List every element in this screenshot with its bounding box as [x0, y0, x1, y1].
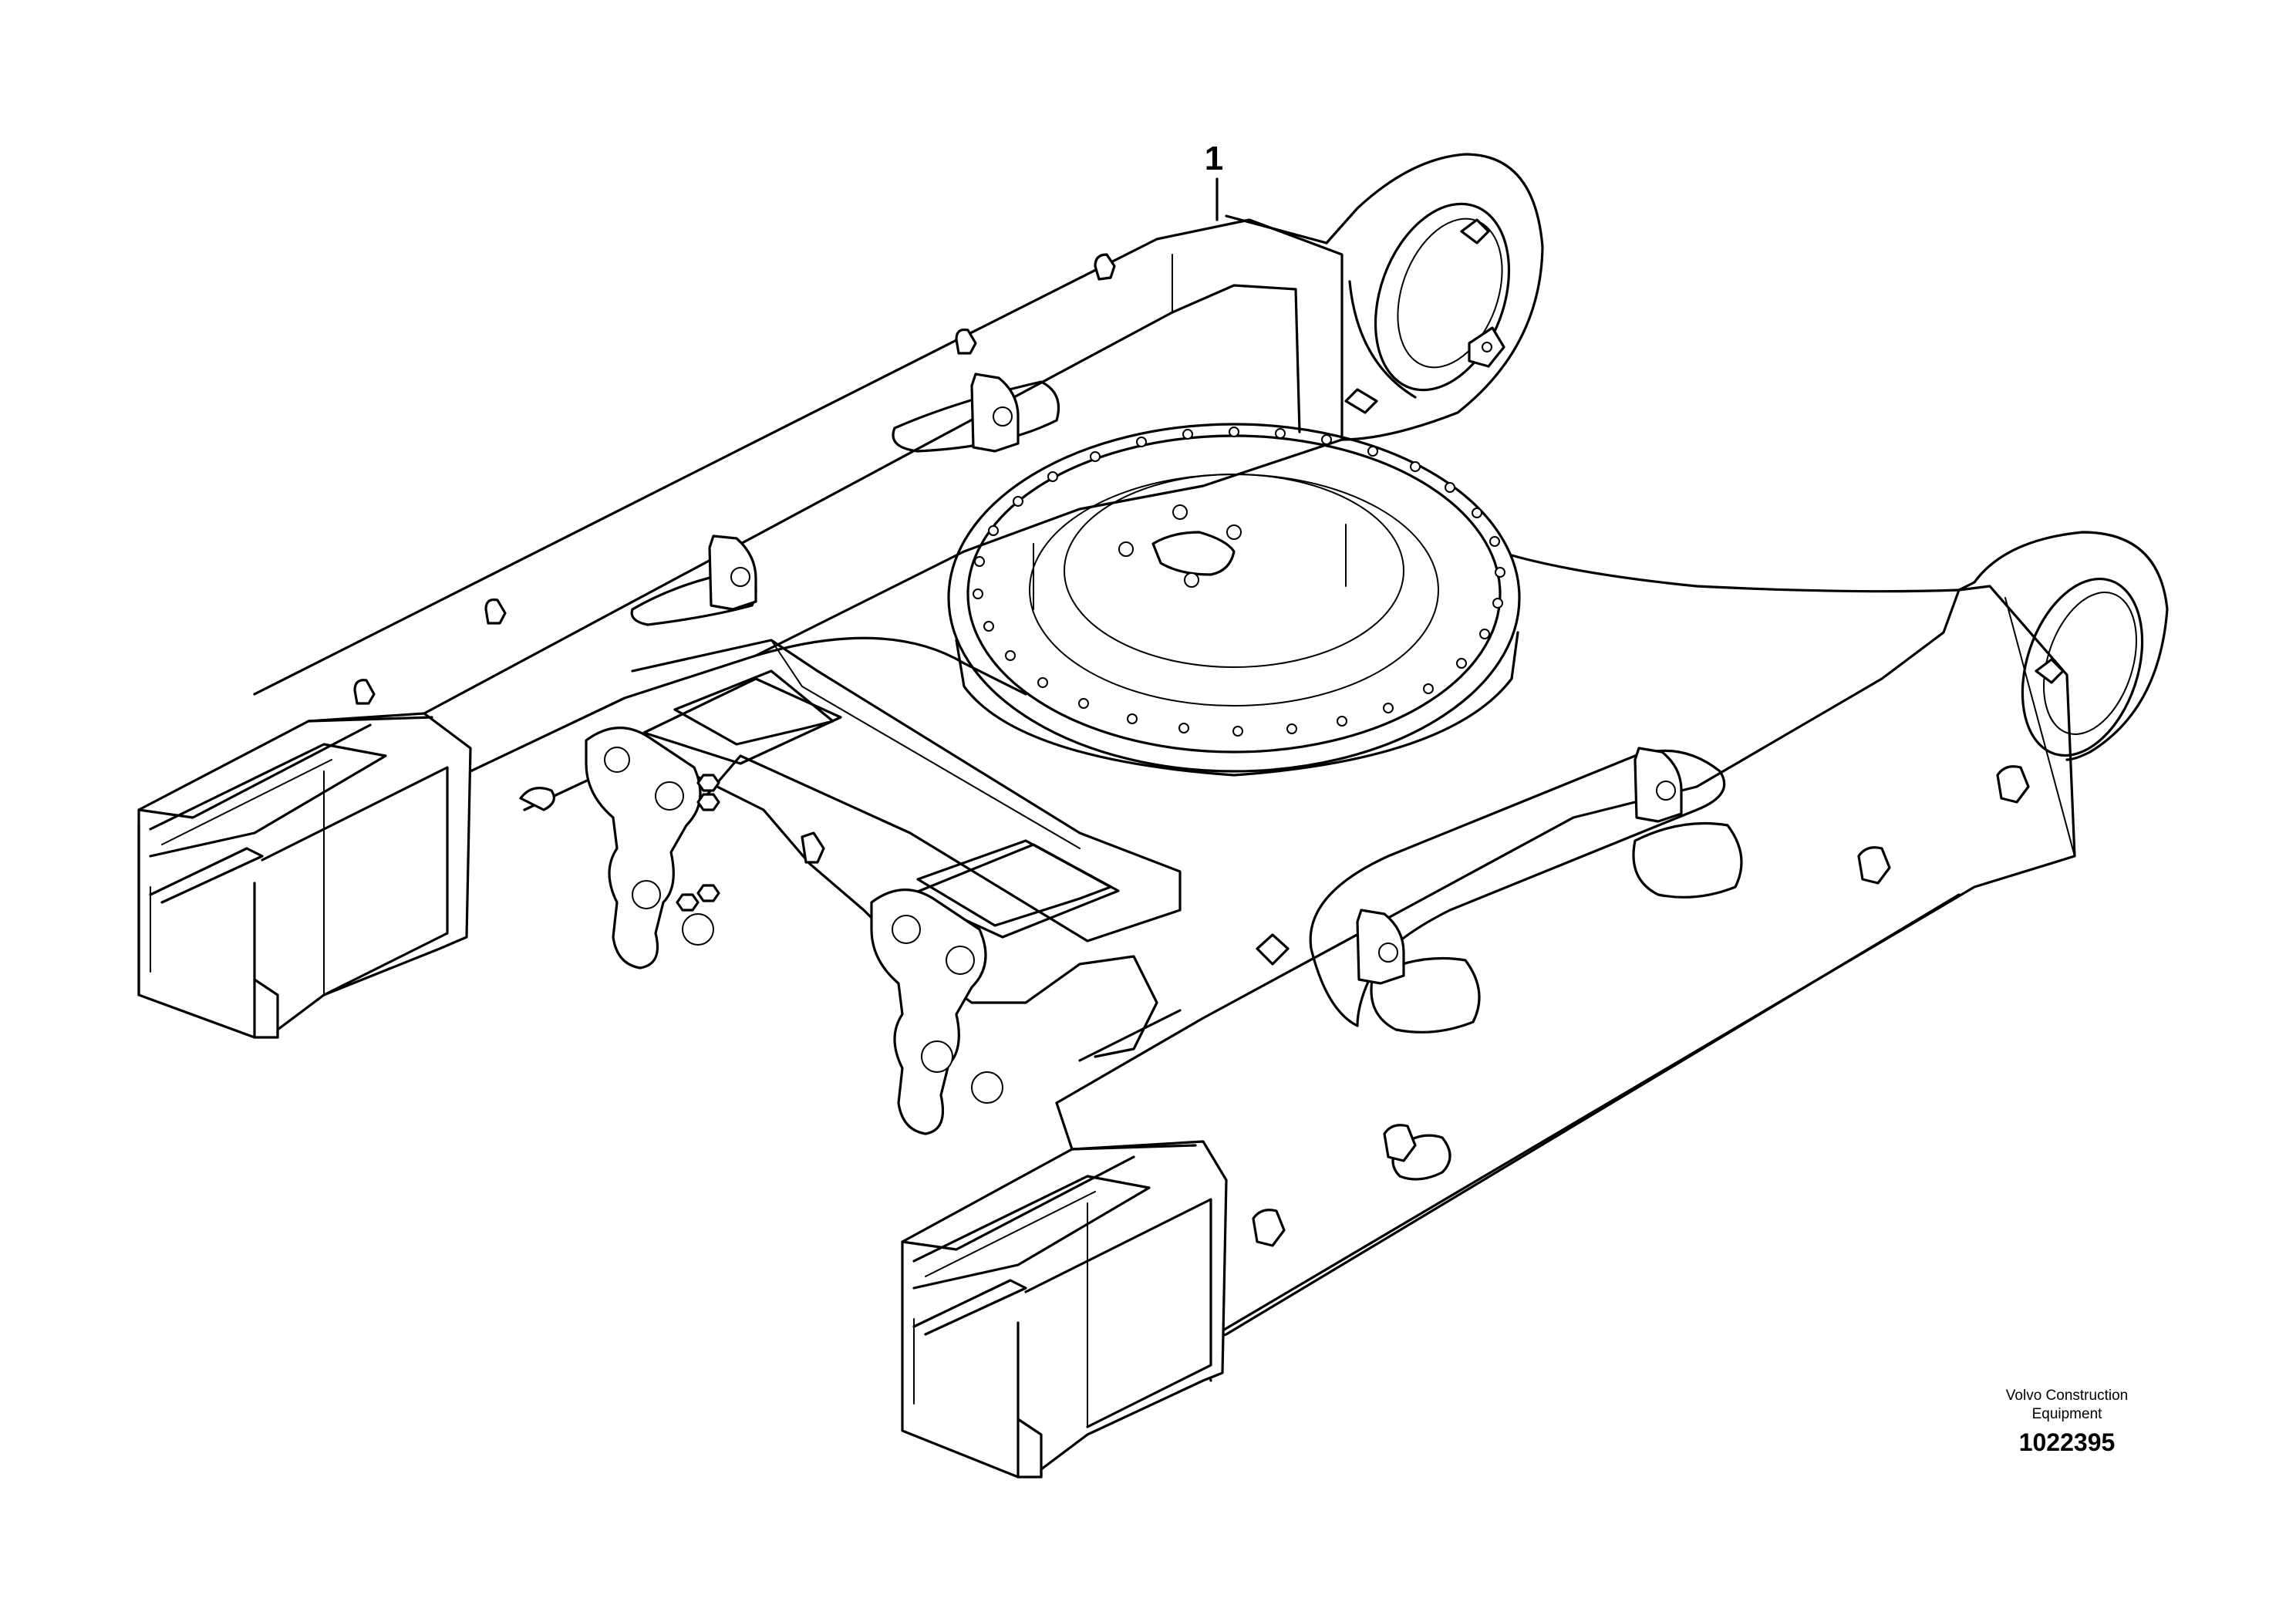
publisher-name: Volvo Construction Equipment	[1974, 1387, 2159, 1424]
right-track-frame-beam	[1055, 531, 2169, 1382]
right-front-end-box	[901, 1101, 1228, 1479]
left-front-end-box	[137, 712, 472, 1039]
publisher-line-1: Volvo Construction	[2005, 1388, 2129, 1404]
document-number: 1022395	[2018, 1428, 2116, 1456]
callout-1-label: 1	[1205, 140, 1223, 177]
slewing-ring-bolt-holes	[973, 427, 1505, 737]
left-track-frame-beam	[253, 153, 1544, 912]
callout-1: 1	[1205, 140, 1223, 221]
slewing-ring	[947, 423, 1521, 777]
centre-cross-member	[519, 554, 1961, 1135]
publisher-line-2: Equipment	[2031, 1406, 2102, 1422]
